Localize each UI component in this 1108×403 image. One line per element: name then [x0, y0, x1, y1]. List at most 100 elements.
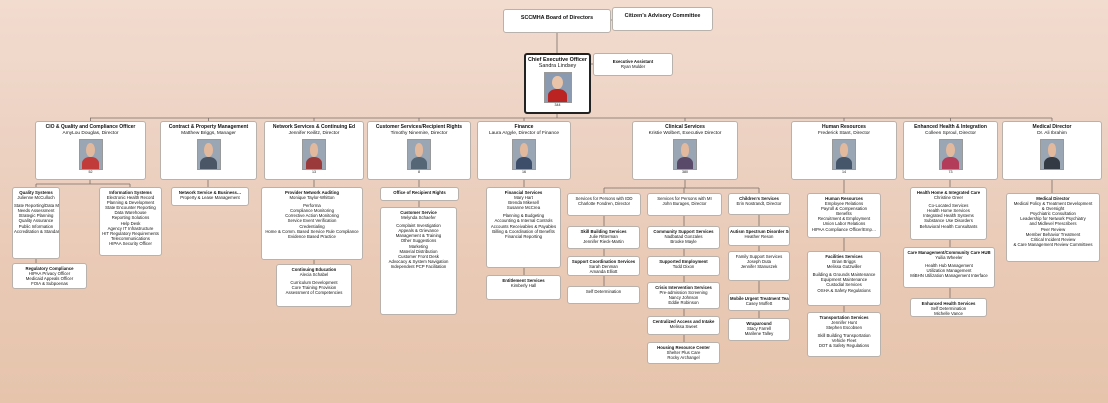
unit-line: Shelter Plus Care	[666, 350, 701, 356]
unit-line: Member Behavior Treatment	[1025, 231, 1081, 237]
unit-line: Medical Policy & Treatment Development	[1013, 201, 1093, 207]
unit-line: Brenda Mikesell	[508, 200, 539, 206]
ceo-name: Sandra Lindsey	[538, 63, 577, 70]
unit-line: Jennifer Rieck-Martin	[583, 239, 624, 245]
unit-title: Community Support Services	[653, 229, 714, 234]
unit-line: MiBHN Utilization Management Interface	[910, 273, 988, 279]
unit-line: State Encounter Reporting	[105, 205, 156, 211]
unit-rights[interactable]: Office of Recipient Rights	[380, 187, 459, 201]
unit-line: Performa	[303, 203, 321, 209]
director-ext: 52	[88, 170, 93, 174]
director-title: Medical Director	[1032, 124, 1072, 130]
unit-title: Support Coordination Services	[571, 259, 636, 264]
director-photo	[302, 139, 326, 170]
director-photo	[78, 139, 103, 170]
unit-line: Christine Greer	[933, 195, 964, 201]
unit-line: Self Determination	[585, 289, 622, 294]
board-box[interactable]: SCCMHA Board of Directors	[503, 9, 611, 33]
unit-line: Critical Incident Review	[1030, 236, 1076, 242]
unit-line: Telecommunications	[111, 235, 150, 241]
unit-line: Billing & Coordination of Benefits	[492, 228, 555, 234]
assistant-title: Executive Assistant	[612, 59, 654, 64]
unit-line: Joseph Duta	[746, 259, 772, 265]
unit-line: Integrated Health Systems	[923, 213, 974, 219]
unit-line: & Care Management Review Committees	[1013, 241, 1093, 247]
unit-line: Todd Dixon	[672, 264, 695, 270]
unit-line: DOT & Safety Regulations	[818, 343, 870, 349]
unit-line: State Reporting/Data Mgt	[14, 203, 60, 209]
unit-title: Housing Resource Center	[657, 345, 710, 350]
unit-network-business[interactable]: Network Service & Business…Property & Le…	[171, 187, 249, 206]
unit-autism[interactable]: Autism Spectrum Disorder ServicesHeather…	[728, 226, 790, 246]
unit-line: Appeals & Grievance	[398, 228, 439, 234]
advisory-box[interactable]: Citizen's Advisory Committee	[612, 7, 713, 31]
director-name: Colleen Sproul, Director	[925, 130, 976, 136]
unit-line: Planning & Development	[106, 200, 155, 206]
unit-line: Michelle Vance	[934, 311, 963, 317]
unit-line: John Burages, Director	[662, 201, 707, 207]
unit-line: HIT Regulatory Requirements	[102, 230, 159, 236]
unit-title: Continuing Education	[291, 267, 337, 272]
assistant-box[interactable]: Executive Assistant Ryan Mulder	[593, 53, 673, 76]
unit-title: Quality Systems	[19, 190, 53, 195]
unit-line: Equipment Maintenance	[820, 277, 868, 283]
director-photo	[512, 139, 536, 170]
unit-line: Compliance Monitoring	[290, 208, 334, 214]
unit-line: Independent PCP Facilitation	[390, 263, 447, 269]
unit-line: OSHA & Safety Regulations	[817, 287, 871, 293]
unit-line: Benefits	[836, 211, 852, 217]
unit-line: Brooke Mayle	[670, 239, 697, 245]
director-name: Jennifer Keilitz, Director	[288, 130, 340, 136]
unit-line: Customer Front Desk	[398, 253, 439, 259]
unit-line: Health Home Services	[927, 208, 970, 214]
ceo-box[interactable]: Chief Executive Officer Sandra Lindsey 3…	[524, 53, 591, 114]
unit-line: Curriculum Development	[290, 280, 338, 286]
unit-title: Health Home & Integrated Care	[916, 190, 981, 195]
director-title: Contract & Property Management	[168, 124, 249, 130]
unit-selfdet1[interactable]: Self Determination	[567, 286, 640, 304]
unit-line: Home & Comm. Based Service Rule Complian…	[265, 228, 359, 234]
ceo-ext: 344	[554, 102, 561, 107]
director-photo	[673, 139, 697, 170]
unit-line: Custodial Services	[826, 282, 862, 288]
unit-line: Advocacy & System Navigation	[388, 258, 449, 264]
unit-title: Network Service & Business…	[178, 190, 242, 195]
